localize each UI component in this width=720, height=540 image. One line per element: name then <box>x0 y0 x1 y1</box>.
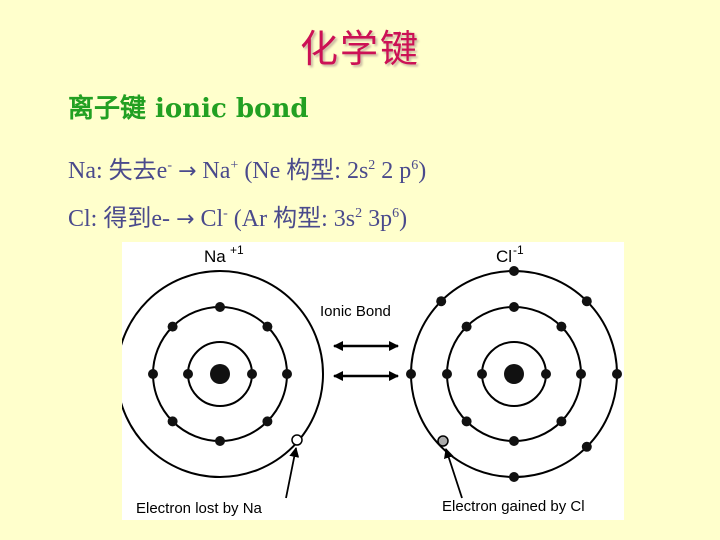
gained-electron <box>437 435 449 447</box>
electron <box>183 369 193 379</box>
sodium-ion-charge: + <box>230 158 239 173</box>
electron <box>556 321 567 332</box>
chlorine-charge-label: -1 <box>513 243 524 257</box>
sodium-nucleus <box>210 364 230 384</box>
sodium-atom: Na +1 <box>116 243 324 478</box>
lost-electron <box>291 434 303 446</box>
electron <box>215 302 225 312</box>
electron <box>167 416 178 427</box>
chlorine-label: Cl <box>496 247 512 266</box>
electron <box>167 321 178 332</box>
electron <box>541 369 551 379</box>
sodium-config-prefix: (Ne 构型: 2s <box>244 158 369 184</box>
sodium-config-end: ) <box>418 158 427 184</box>
gained-pointer-arrow <box>444 448 463 499</box>
electron <box>406 369 416 379</box>
sodium-config-sup-b: 6 <box>411 158 419 173</box>
electron <box>442 369 452 379</box>
electron-charge: - <box>167 158 172 173</box>
chlorine-prefix: Cl: 得到e- <box>68 206 170 232</box>
electron <box>509 472 519 482</box>
arrow-icon: → <box>177 159 197 184</box>
chlorine-nucleus <box>504 364 524 384</box>
lost-electron-label: Electron lost by Na <box>136 500 263 517</box>
electron <box>262 416 273 427</box>
slide-subtitle: 离子键 ionic bond <box>68 94 309 124</box>
electron <box>215 436 225 446</box>
ionic-bond-label: Ionic Bond <box>320 303 391 320</box>
electron <box>509 436 519 446</box>
chlorine-config-mid: 3p <box>362 206 393 232</box>
chlorine-config-sup-a: 2 <box>355 206 363 221</box>
chlorine-config-end: ) <box>399 206 408 232</box>
electron <box>556 416 567 427</box>
sodium-config-sup-a: 2 <box>368 158 376 173</box>
electron <box>509 302 519 312</box>
sodium-label: Na <box>204 247 226 266</box>
chlorine-line: Cl: 得到e-→Cl- (Ar 构型: 3s2 3p6) <box>68 198 407 233</box>
electron <box>148 369 158 379</box>
sodium-ion: Na <box>202 158 231 184</box>
chlorine-ion: Cl <box>200 206 224 232</box>
sodium-config-mid: 2 p <box>375 158 412 184</box>
electron <box>461 416 472 427</box>
arrow-icon: → <box>176 207 195 232</box>
electron <box>581 441 592 452</box>
chlorine-electrons <box>406 266 622 482</box>
chlorine-config-sup-b: 6 <box>392 206 400 221</box>
sodium-line: Na: 失去e-→Na+ (Ne 构型: 2s2 2 p6) <box>68 150 426 185</box>
sodium-charge-label: +1 <box>230 243 244 257</box>
lost-pointer-arrow <box>285 447 300 499</box>
electron <box>247 369 257 379</box>
electron <box>282 369 292 379</box>
sodium-prefix: Na: 失去e <box>68 158 168 184</box>
ionic-bond-svg: Na +1 Cl -1 Ionic Bond Electron lost by … <box>116 243 622 517</box>
chlorine-ion-charge: - <box>223 206 228 221</box>
electron <box>461 321 472 332</box>
gained-electron-label: Electron gained by Cl <box>442 498 585 515</box>
electron <box>436 296 447 307</box>
chlorine-atom: Cl -1 <box>406 243 622 482</box>
electron <box>262 321 273 332</box>
electron <box>581 296 592 307</box>
electron <box>576 369 586 379</box>
ionic-bond-diagram: Na +1 Cl -1 Ionic Bond Electron lost by … <box>116 242 624 520</box>
slide-title: 化学键 <box>299 27 420 71</box>
sodium-electrons <box>148 302 292 446</box>
electron <box>612 369 622 379</box>
electron <box>477 369 487 379</box>
chlorine-config-prefix: (Ar 构型: 3s <box>227 206 356 232</box>
electron <box>509 266 519 276</box>
